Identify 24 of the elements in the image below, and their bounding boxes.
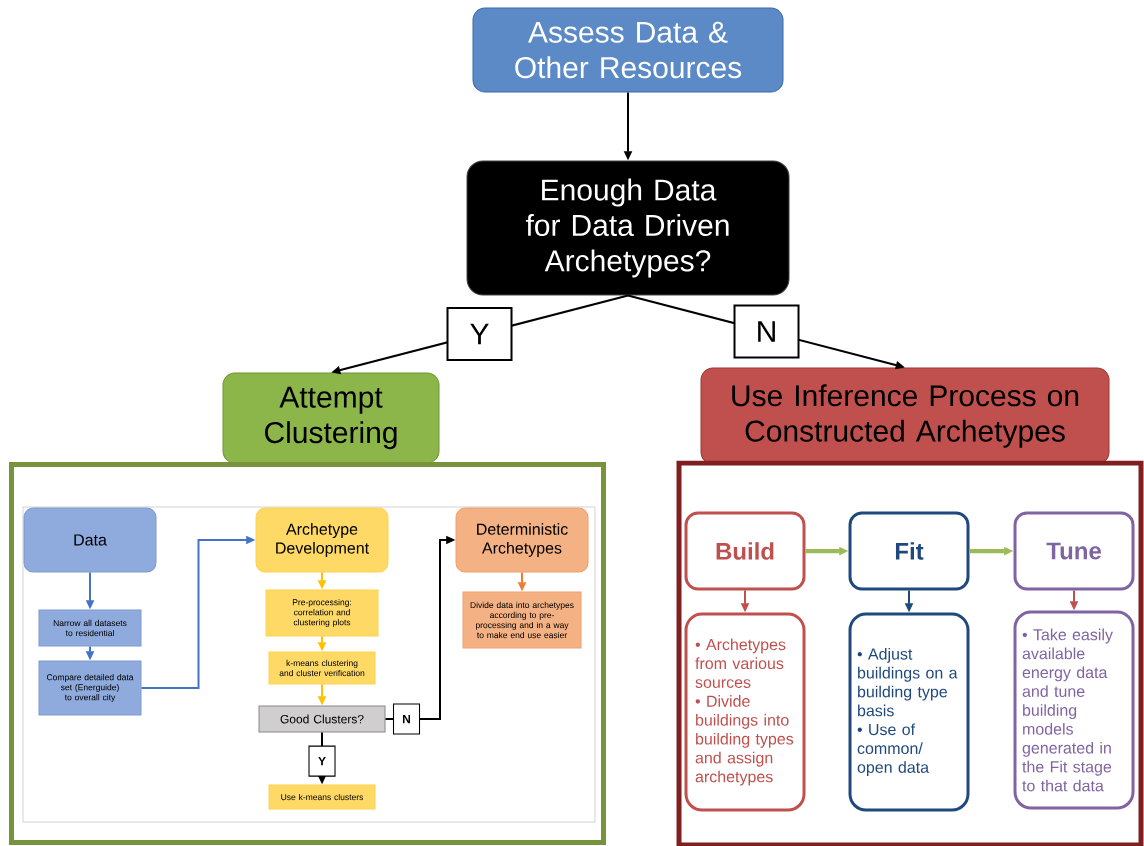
- bullet-box: • Take easily available energy data and tune building models generated in the Fit stage to that data: [1013, 610, 1135, 810]
- process-box: Assess Data & Other Resources: [472, 7, 784, 93]
- step-box: Divide data into archetypes according to pre-processing and in a way to make end use easier: [462, 591, 582, 649]
- decision-box: Good Clusters?: [258, 705, 386, 733]
- step-box: Pre-processing: correlation and clustering plots: [265, 589, 379, 637]
- edge-label: N: [733, 304, 800, 359]
- step-box: Use k-means clusters: [268, 784, 376, 810]
- stage-box: Tune: [1013, 511, 1135, 591]
- edge-label: Y: [446, 307, 513, 361]
- step-box: k-means clustering and cluster verification: [268, 651, 376, 685]
- heading-box: Attempt Clustering: [222, 372, 440, 464]
- process-box: Data: [23, 507, 157, 573]
- process-box: Archetype Development: [255, 507, 389, 573]
- edge-label: Y: [308, 745, 336, 777]
- edge-label: N: [392, 703, 421, 735]
- step-box: Narrow all datasets to residential: [38, 609, 142, 647]
- stage-box: Build: [684, 511, 806, 591]
- decision-box: Enough Data for Data Driven Archetypes?: [466, 160, 790, 296]
- bullet-box: • Adjust buildings on a building type basis • Use of common/ open data: [848, 612, 970, 812]
- stage-box: Fit: [848, 511, 970, 591]
- heading-box: Use Inference Process on Constructed Archetypes: [700, 367, 1110, 465]
- process-box: Deterministic Archetypes: [455, 507, 589, 573]
- bullet-box: • Archetypes from various sources • Divide buildings into building types and assign archetypes: [684, 612, 806, 812]
- step-box: Compare detailed data set (Energuide) to overall city: [38, 660, 142, 716]
